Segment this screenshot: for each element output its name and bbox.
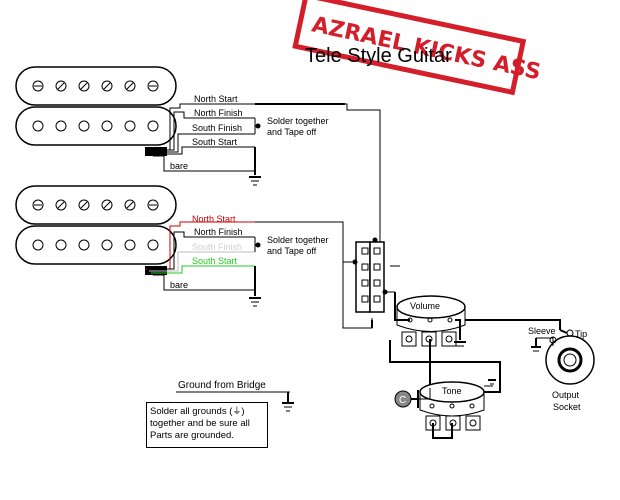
neck-north-start-label: North Start bbox=[194, 94, 238, 104]
tone-label: Tone bbox=[442, 386, 462, 396]
neck-pole-screws bbox=[32, 80, 159, 92]
ground-symbol-icon: ⏚ bbox=[232, 406, 242, 416]
bridge-solder-note-2: and Tape off bbox=[267, 246, 317, 256]
bridge-ground bbox=[176, 391, 294, 412]
jack-sleeve-label: Sleeve bbox=[528, 326, 556, 336]
neck-south-start-label: South Start bbox=[192, 137, 238, 147]
bridge-pole-screws bbox=[32, 199, 159, 211]
note-line-1a: Solder all grounds ( bbox=[150, 406, 233, 417]
neck-south-finish-label: South Finish bbox=[192, 123, 242, 133]
neck-north-finish-label: North Finish bbox=[194, 108, 243, 118]
grounding-note: Solder all grounds (⏚) together and be s… bbox=[146, 402, 268, 448]
neck-humbucker bbox=[15, 66, 177, 156]
ground-from-bridge-label: Ground from Bridge bbox=[178, 380, 266, 391]
bridge-south-finish-label: South Finish bbox=[192, 242, 242, 252]
capacitor bbox=[394, 388, 431, 408]
bridge-bare-label: bare bbox=[170, 280, 188, 290]
bridge-humbucker bbox=[15, 185, 177, 275]
jack-label-line2: Socket bbox=[553, 402, 581, 412]
volume-label: Volume bbox=[410, 301, 440, 311]
note-line-2: together and be sure all bbox=[150, 418, 250, 429]
bridge-solder-note-1: Solder together bbox=[267, 235, 329, 245]
jack-label-line1: Output bbox=[552, 390, 580, 400]
neck-bare-label: bare bbox=[170, 161, 188, 171]
bridge-leads bbox=[145, 221, 261, 307]
capacitor-label: C bbox=[399, 395, 406, 406]
neck-solder-note-2: and Tape off bbox=[267, 127, 317, 137]
note-line-1b: ) bbox=[241, 406, 245, 417]
neck-leads bbox=[145, 103, 261, 186]
stamp-border bbox=[292, 0, 527, 96]
neck-solder-note-1: Solder together bbox=[267, 116, 329, 126]
diagram-title: Tele Style Guitar bbox=[305, 45, 452, 67]
bridge-pole-slugs bbox=[32, 239, 159, 251]
jack-tip-label: Tip bbox=[575, 329, 587, 339]
pot-wiring bbox=[371, 292, 561, 393]
note-line-3: Parts are grounded. bbox=[150, 430, 234, 441]
bridge-north-finish-label: North Finish bbox=[194, 227, 243, 237]
bridge-south-start-label: South Start bbox=[192, 256, 238, 266]
tone-pot bbox=[419, 379, 496, 439]
output-jack bbox=[531, 329, 595, 385]
bridge-north-start-label: North Start bbox=[192, 214, 236, 224]
neck-pole-slugs bbox=[32, 120, 159, 132]
three-way-switch bbox=[352, 237, 395, 313]
